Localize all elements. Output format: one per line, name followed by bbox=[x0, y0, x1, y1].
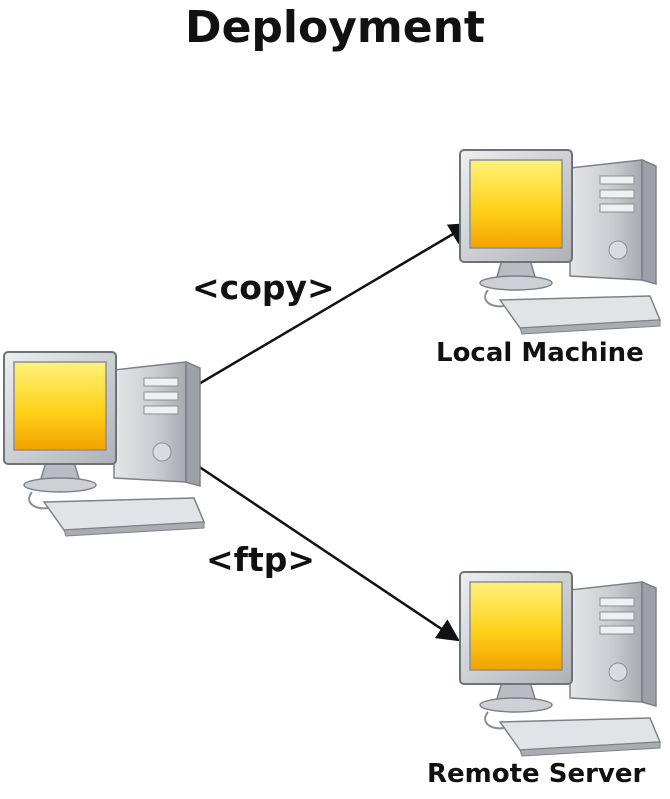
remote-server-computer-icon bbox=[459, 571, 661, 757]
diagram-title: Deployment bbox=[185, 2, 485, 53]
copy-arrow bbox=[191, 222, 472, 390]
local-machine-label: Local Machine bbox=[436, 338, 644, 368]
ftp-arrow bbox=[191, 460, 460, 642]
copy-edge-label: <copy> bbox=[192, 268, 335, 307]
local-machine-computer-icon bbox=[459, 149, 661, 335]
ftp-edge-label: <ftp> bbox=[206, 540, 316, 579]
remote-server-label: Remote Server bbox=[427, 759, 646, 789]
source-computer-icon bbox=[3, 351, 205, 537]
